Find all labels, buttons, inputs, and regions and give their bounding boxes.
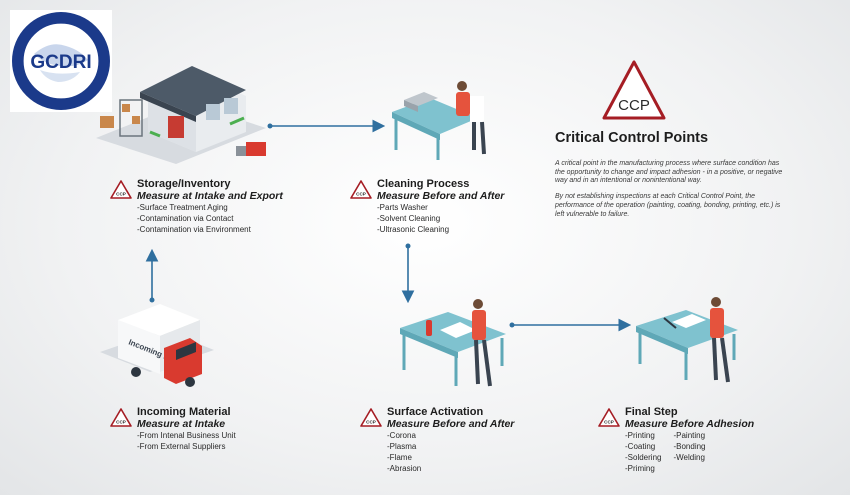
ccp-warning-icon: CCP — [598, 408, 620, 427]
stage-final: CCP Final Step Measure Before Adhesion -… — [598, 406, 754, 474]
panel-paragraph-2: By not establishing inspections at each … — [555, 193, 781, 218]
incoming-truck-illustration: Incoming Materials — [100, 304, 214, 387]
stage-items: -Surface Treatment Aging -Contamination … — [137, 203, 251, 234]
stage-activation: CCP Surface Activation Measure Before an… — [360, 406, 514, 474]
svg-text:CCP: CCP — [356, 192, 366, 197]
stage-subtitle: Measure Before and After — [387, 418, 515, 430]
ccp-large-triangle-icon: CCP — [602, 60, 666, 120]
stage-subtitle: Measure Before and After — [377, 190, 505, 202]
stage-title: Incoming Material — [137, 406, 231, 418]
stage-storage: CCP Storage/Inventory Measure at Intake … — [110, 178, 283, 235]
svg-text:CCP: CCP — [604, 420, 614, 425]
stage-incoming: CCP Incoming Material Measure at Intake … — [110, 406, 236, 452]
final-step-illustration — [636, 297, 738, 383]
ccp-large-label: CCP — [618, 97, 650, 114]
stage-title: Surface Activation — [387, 406, 484, 418]
stage-items: -Corona -Plasma -Flame -Abrasion — [387, 431, 422, 473]
logo-text: GCDRI — [30, 52, 91, 73]
globe-seal-logo-icon: GCDRI — [12, 12, 110, 110]
stage-items-right: -Painting -Bonding -Welding — [673, 431, 706, 462]
svg-text:CCP: CCP — [116, 420, 126, 425]
stage-title: Final Step — [625, 406, 678, 418]
panel-title: Critical Control Points — [555, 130, 709, 146]
flow-arrows — [145, 119, 632, 332]
company-logo: GCDRI — [10, 10, 112, 112]
ccp-warning-icon: CCP — [110, 408, 132, 427]
ccp-warning-icon: CCP — [360, 408, 382, 427]
stage-title: Cleaning Process — [377, 178, 470, 190]
svg-text:CCP: CCP — [116, 192, 126, 197]
panel-paragraph-1: A critical point in the manufacturing pr… — [555, 160, 783, 185]
ccp-warning-icon: CCP — [350, 180, 372, 199]
stage-items-left: -Printing -Coating -Soldering -Priming — [625, 431, 662, 473]
stage-items: -Parts Washer -Solvent Cleaning -Ultraso… — [377, 203, 450, 234]
ccp-warning-icon: CCP — [110, 180, 132, 199]
panel-description: A critical point in the manufacturing pr… — [555, 160, 790, 226]
warehouse-illustration — [96, 66, 266, 164]
stage-subtitle: Measure Before Adhesion — [625, 418, 755, 430]
svg-text:CCP: CCP — [366, 420, 376, 425]
stage-title: Storage/Inventory — [137, 178, 231, 190]
stage-items: -From Intenal Business Unit -From Extern… — [137, 431, 236, 451]
stage-cleaning: CCP Cleaning Process Measure Before and … — [350, 178, 504, 235]
stage-subtitle: Measure at Intake — [137, 418, 226, 430]
stage-items: -Printing -Coating -Soldering -Priming -… — [625, 430, 754, 474]
stage-subtitle: Measure at Intake and Export — [137, 190, 283, 202]
cleaning-station-illustration — [392, 81, 486, 160]
surface-activation-illustration — [400, 299, 506, 387]
